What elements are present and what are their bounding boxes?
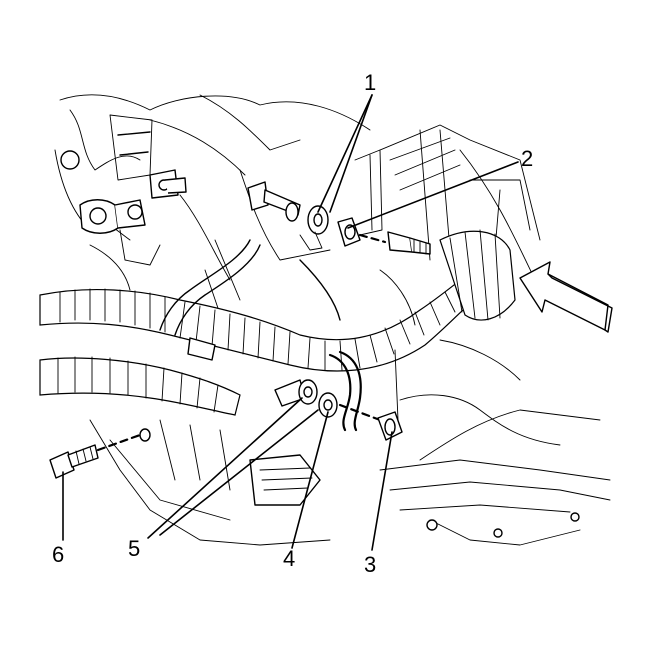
mount-circle [60,150,80,170]
callout-3: 3 [364,552,376,577]
wiring-harness [39,229,516,416]
front-direction-arrow-icon [519,261,613,333]
upper-fastener-stack [247,181,431,255]
harness-ground-strap [328,353,352,432]
callout-1: 1 [364,70,376,95]
lower-frame [89,269,611,546]
callout-2: 2 [521,146,533,171]
upper-bolt-icon [387,231,413,253]
sensor-wire [159,239,341,336]
bolt-icon-6 [49,451,75,479]
left-bracket-assembly [54,149,187,291]
upper-bolt-icon [164,177,187,194]
upper-stud-bolt-icon [247,181,269,211]
callout-leaders [62,94,519,551]
callout-4: 4 [283,546,295,571]
callout-6: 6 [52,542,64,567]
callout-5: 5 [128,536,140,561]
lower-fastener-stack [49,337,403,479]
